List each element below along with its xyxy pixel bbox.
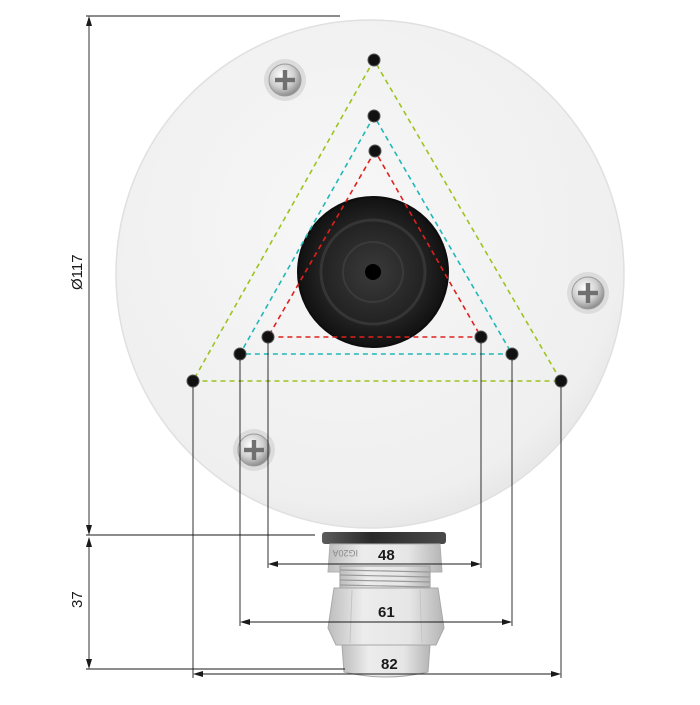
gland-dome-nut <box>327 587 445 646</box>
gland-lock-nut <box>327 543 443 573</box>
gland-base-nut <box>322 532 446 544</box>
spacing-large-label: 82 <box>381 656 398 673</box>
cable-grommet <box>297 196 449 348</box>
triangle-medium <box>238 114 514 355</box>
cable-gland: IG20A <box>322 532 446 678</box>
dimension-arrows <box>86 16 561 677</box>
screw-icon <box>264 59 306 101</box>
gland-thread <box>339 565 431 589</box>
spacing-medium-label: 61 <box>378 604 395 621</box>
screw-icon <box>233 429 275 471</box>
dimension-lines <box>86 15 562 678</box>
gland-seal-cap <box>341 644 431 678</box>
screw-icon <box>567 272 609 314</box>
mounting-hole-icon <box>186 53 568 388</box>
triangle-small <box>266 149 483 338</box>
triangle-large <box>191 58 563 382</box>
diameter-label: Ø117 <box>69 254 86 290</box>
height-label: 37 <box>69 591 86 608</box>
spacing-small-label: 48 <box>378 547 395 564</box>
gland-marking: IG20A <box>332 548 358 558</box>
